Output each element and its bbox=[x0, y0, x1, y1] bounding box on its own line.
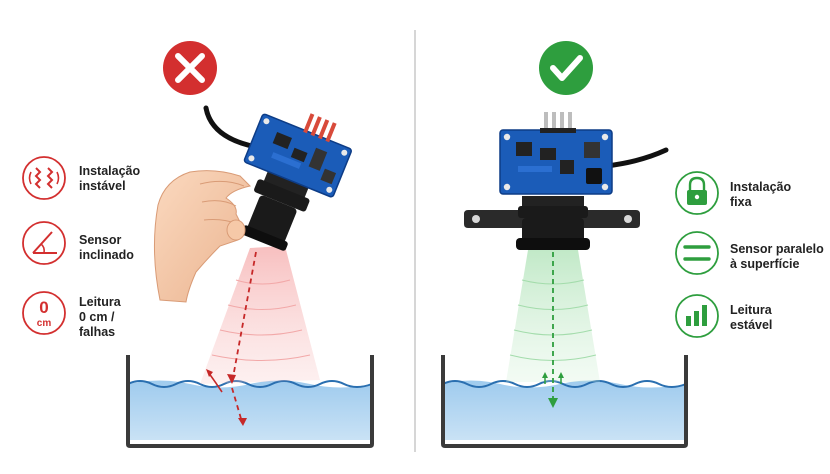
x-mark-icon bbox=[175, 53, 205, 83]
good-badge bbox=[539, 41, 593, 95]
label-unstable-installation: Instalação instável bbox=[79, 164, 140, 194]
zero-digit: 0 bbox=[39, 298, 48, 317]
check-mark-icon bbox=[550, 55, 583, 81]
right-tank bbox=[441, 355, 688, 448]
label-line: Sensor bbox=[79, 233, 122, 247]
right-water-wave bbox=[442, 380, 687, 388]
label-line: Instalação bbox=[79, 164, 141, 178]
label-stable-reading: Leitura estável bbox=[730, 303, 772, 333]
label-fixed-installation: Instalação fixa bbox=[730, 180, 791, 210]
label-zero-reading: Leitura 0 cm / falhas bbox=[79, 295, 121, 340]
right-pcb bbox=[499, 129, 613, 195]
label-line: 0 cm / bbox=[79, 310, 115, 324]
label-line: Leitura bbox=[79, 295, 121, 309]
label-line: fixa bbox=[730, 195, 752, 209]
label-line: inclinado bbox=[79, 248, 134, 262]
left-water-wave bbox=[127, 380, 373, 388]
label-line: à superfície bbox=[730, 257, 800, 271]
left-tank bbox=[126, 355, 374, 448]
label-parallel-sensor: Sensor paralelo à superfície bbox=[730, 242, 824, 272]
zero-unit: cm bbox=[37, 318, 52, 329]
lock-icon bbox=[675, 171, 719, 215]
zero-reading-icon: 0 cm bbox=[22, 291, 66, 335]
straight-sensor bbox=[499, 112, 669, 250]
label-line: instável bbox=[79, 179, 126, 193]
label-line: Sensor paralelo bbox=[730, 242, 824, 256]
label-tilted-sensor: Sensor inclinado bbox=[79, 233, 134, 263]
hand-holding-sensor bbox=[153, 170, 251, 303]
left-ultrasonic-beam bbox=[200, 246, 320, 426]
label-line: estável bbox=[730, 318, 773, 332]
label-line: Leitura bbox=[730, 303, 772, 317]
right-ultrasonic-beam bbox=[506, 250, 600, 408]
bad-badge bbox=[163, 41, 217, 95]
left-reflection-arrow bbox=[231, 387, 243, 423]
tilted-sensor bbox=[241, 113, 352, 251]
label-line: Instalação bbox=[730, 180, 792, 194]
left-beam-arrow bbox=[231, 251, 257, 384]
label-line: falhas bbox=[79, 325, 116, 339]
angle-icon bbox=[22, 221, 66, 265]
vibration-icon bbox=[22, 156, 66, 200]
signal-bars-icon bbox=[675, 294, 719, 338]
parallel-lines-icon bbox=[675, 231, 719, 275]
right-cable bbox=[603, 147, 669, 169]
